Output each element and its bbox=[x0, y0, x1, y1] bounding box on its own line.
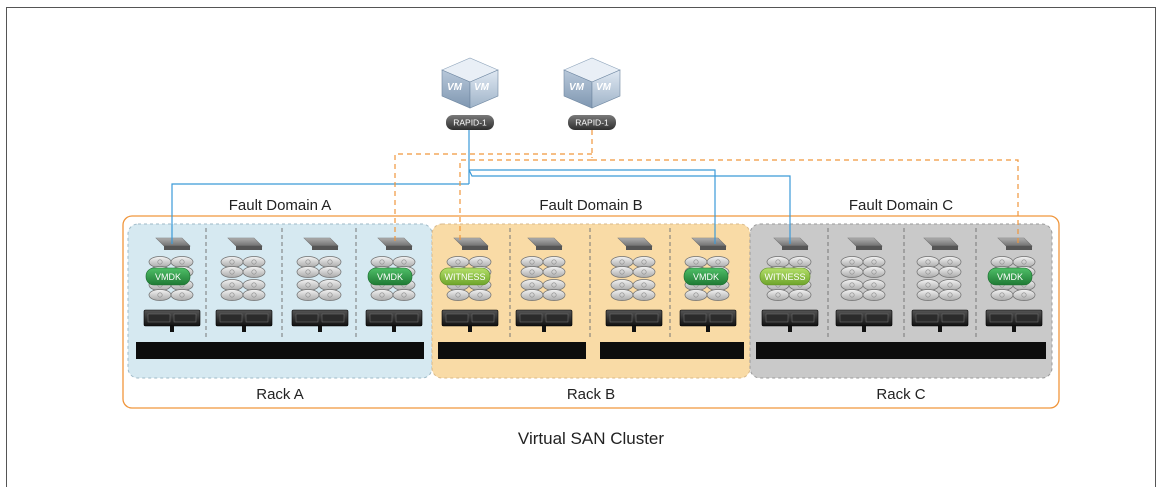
vm-2-label-right: VM bbox=[596, 82, 612, 93]
badge-vmdk-c4: VMDK bbox=[987, 267, 1033, 286]
figure-frame bbox=[6, 7, 1156, 487]
rack-a-label: Rack A bbox=[256, 386, 304, 403]
badge-witness-c1: WITNESS bbox=[759, 267, 811, 286]
cluster-title: Virtual SAN Cluster bbox=[518, 429, 664, 448]
vm-2[interactable]: VM VM RAPID-1 bbox=[563, 57, 621, 130]
vm-icon: VM VM bbox=[441, 57, 499, 109]
badge-label: VMDK bbox=[997, 272, 1023, 282]
vm2-dashed-connections bbox=[394, 130, 1019, 244]
rack-a-switch bbox=[136, 342, 424, 359]
badge-label: VMDK bbox=[377, 272, 403, 282]
badge-label: VMDK bbox=[155, 272, 181, 282]
vm-1-label-right: VM bbox=[474, 82, 490, 93]
badge-label: WITNESS bbox=[444, 272, 485, 282]
rack-b-label: Rack B bbox=[567, 386, 615, 403]
host-separators bbox=[205, 228, 977, 338]
badge-vmdk-a4: VMDK bbox=[367, 267, 413, 286]
vm-2-tag: RAPID-1 bbox=[575, 118, 609, 128]
vm-2-tag-pill bbox=[568, 115, 616, 130]
fault-domain-a-label: Fault Domain A bbox=[229, 197, 332, 214]
vm-1-tag: RAPID-1 bbox=[453, 118, 487, 128]
fault-domain-b-label: Fault Domain B bbox=[539, 197, 642, 214]
badge-label: VMDK bbox=[693, 272, 719, 282]
rack-c-label: Rack C bbox=[876, 386, 925, 403]
vm-1-tag-pill bbox=[446, 115, 494, 130]
vm-1-label-left: VM bbox=[447, 82, 463, 93]
vm1-solid-connections bbox=[171, 130, 791, 244]
fault-domain-c-label: Fault Domain C bbox=[849, 197, 953, 214]
rack-c-switch bbox=[756, 342, 1046, 359]
rack-b-switch-2 bbox=[600, 342, 744, 359]
rack-b-switch-1 bbox=[438, 342, 586, 359]
badge-label: WITNESS bbox=[764, 272, 805, 282]
badge-witness-b1: WITNESS bbox=[439, 267, 491, 286]
badge-vmdk-b4: VMDK bbox=[683, 267, 729, 286]
badge-vmdk-a1: VMDK bbox=[145, 267, 191, 286]
cluster-outline bbox=[122, 215, 1060, 409]
vm-2-label-left: VM bbox=[569, 82, 585, 93]
rack-c-area bbox=[749, 223, 1053, 379]
vm-icon: VM VM bbox=[563, 57, 621, 109]
vm-1[interactable]: VM VM RAPID-1 bbox=[441, 57, 499, 130]
